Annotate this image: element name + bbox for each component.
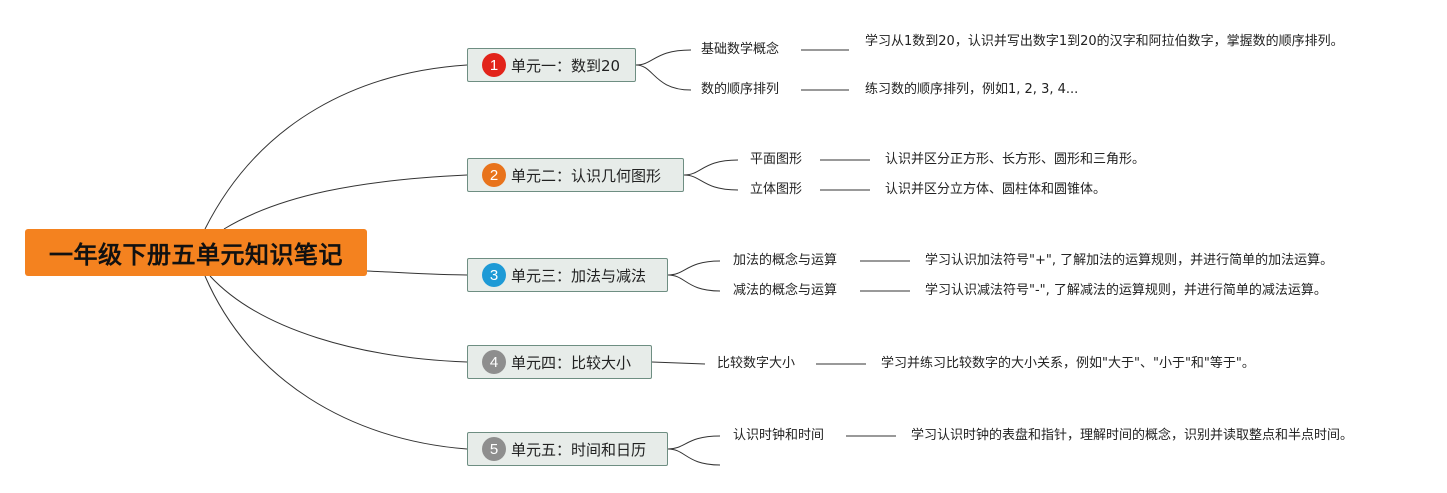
unit-5-number-badge: 5 bbox=[482, 437, 506, 461]
unit-2-to-topic-1-line bbox=[683, 159, 739, 176]
root-to-unit-4-line bbox=[209, 275, 468, 363]
unit-2-title: 单元二：认识几何图形 bbox=[511, 166, 662, 185]
unit-4-node[interactable]: 4 单元四：比较大小 bbox=[467, 345, 652, 379]
unit-3-title: 单元三：加法与减法 bbox=[511, 266, 647, 285]
unit-2-node[interactable]: 2 单元二：认识几何图形 bbox=[467, 158, 684, 192]
unit-4-to-topic-1-line bbox=[651, 361, 706, 365]
root-to-unit-2-line bbox=[223, 174, 468, 230]
unit-3-to-topic-1-line bbox=[667, 260, 721, 276]
unit-4-topic-1-detail[interactable]: 学习并练习比较数字的大小关系，例如"大于"、"小于"和"等于"。 bbox=[881, 356, 1255, 371]
unit-2-topic-2-detail[interactable]: 认识并区分立方体、圆柱体和圆锥体。 bbox=[885, 182, 1107, 197]
unit-2-topic-1-detail[interactable]: 认识并区分正方形、长方形、圆形和三角形。 bbox=[885, 152, 1146, 167]
unit-5-to-topic-2-line bbox=[667, 448, 721, 466]
unit-3-topic-2-detail[interactable]: 学习认识减法符号"-", 了解减法的运算规则，并进行简单的减法运算。 bbox=[925, 283, 1327, 298]
unit-1-to-topic-1-line bbox=[635, 49, 692, 66]
unit-1-topic-1-detail[interactable]: 学习从1数到20，认识并写出数字1到20的汉字和阿拉伯数字，掌握数的顺序排列。 bbox=[865, 34, 1344, 49]
unit-4-topic-1[interactable]: 比较数字大小 bbox=[717, 356, 796, 371]
unit-5-topic-1-detail[interactable]: 学习认识时钟的表盘和指针，理解时间的概念，识别并读取整点和半点时间。 bbox=[911, 428, 1354, 443]
unit-3-topic-1[interactable]: 加法的概念与运算 bbox=[733, 253, 838, 268]
unit-3-topic-1-detail[interactable]: 学习认识加法符号"+", 了解加法的运算规则，并进行简单的加法运算。 bbox=[925, 253, 1334, 268]
root-to-unit-5-line bbox=[204, 275, 468, 450]
unit-5-to-topic-1-line bbox=[667, 435, 721, 450]
unit-1-node[interactable]: 1 单元一：数到20 bbox=[467, 48, 636, 82]
unit-3-number-badge: 3 bbox=[482, 263, 506, 287]
unit-1-title: 单元一：数到20 bbox=[511, 56, 621, 75]
root-to-unit-1-line bbox=[204, 64, 468, 230]
root-topic[interactable]: 一年级下册五单元知识笔记 bbox=[25, 229, 367, 276]
unit-5-topic-1[interactable]: 认识时钟和时间 bbox=[733, 428, 825, 443]
root-to-unit-3-line bbox=[366, 270, 468, 276]
unit-2-to-topic-2-line bbox=[683, 174, 739, 191]
unit-5-node[interactable]: 5 单元五：时间和日历 bbox=[467, 432, 668, 466]
unit-1-topic-2-detail[interactable]: 练习数的顺序排列，例如1, 2, 3, 4... bbox=[865, 82, 1079, 97]
unit-4-number-badge: 4 bbox=[482, 350, 506, 374]
unit-3-to-topic-2-line bbox=[667, 274, 721, 292]
unit-3-node[interactable]: 3 单元三：加法与减法 bbox=[467, 258, 668, 292]
unit-1-topic-1[interactable]: 基础数学概念 bbox=[701, 42, 780, 57]
unit-1-number-badge: 1 bbox=[482, 53, 506, 77]
unit-1-to-topic-2-line bbox=[635, 64, 692, 91]
unit-5-title: 单元五：时间和日历 bbox=[511, 440, 647, 459]
unit-1-topic-2[interactable]: 数的顺序排列 bbox=[701, 82, 780, 97]
unit-2-number-badge: 2 bbox=[482, 163, 506, 187]
unit-3-topic-2[interactable]: 减法的概念与运算 bbox=[733, 283, 838, 298]
root-title: 一年级下册五单元知识笔记 bbox=[49, 241, 343, 269]
unit-4-title: 单元四：比较大小 bbox=[511, 353, 632, 372]
unit-2-topic-2[interactable]: 立体图形 bbox=[750, 182, 803, 197]
unit-2-topic-1[interactable]: 平面图形 bbox=[750, 152, 803, 167]
